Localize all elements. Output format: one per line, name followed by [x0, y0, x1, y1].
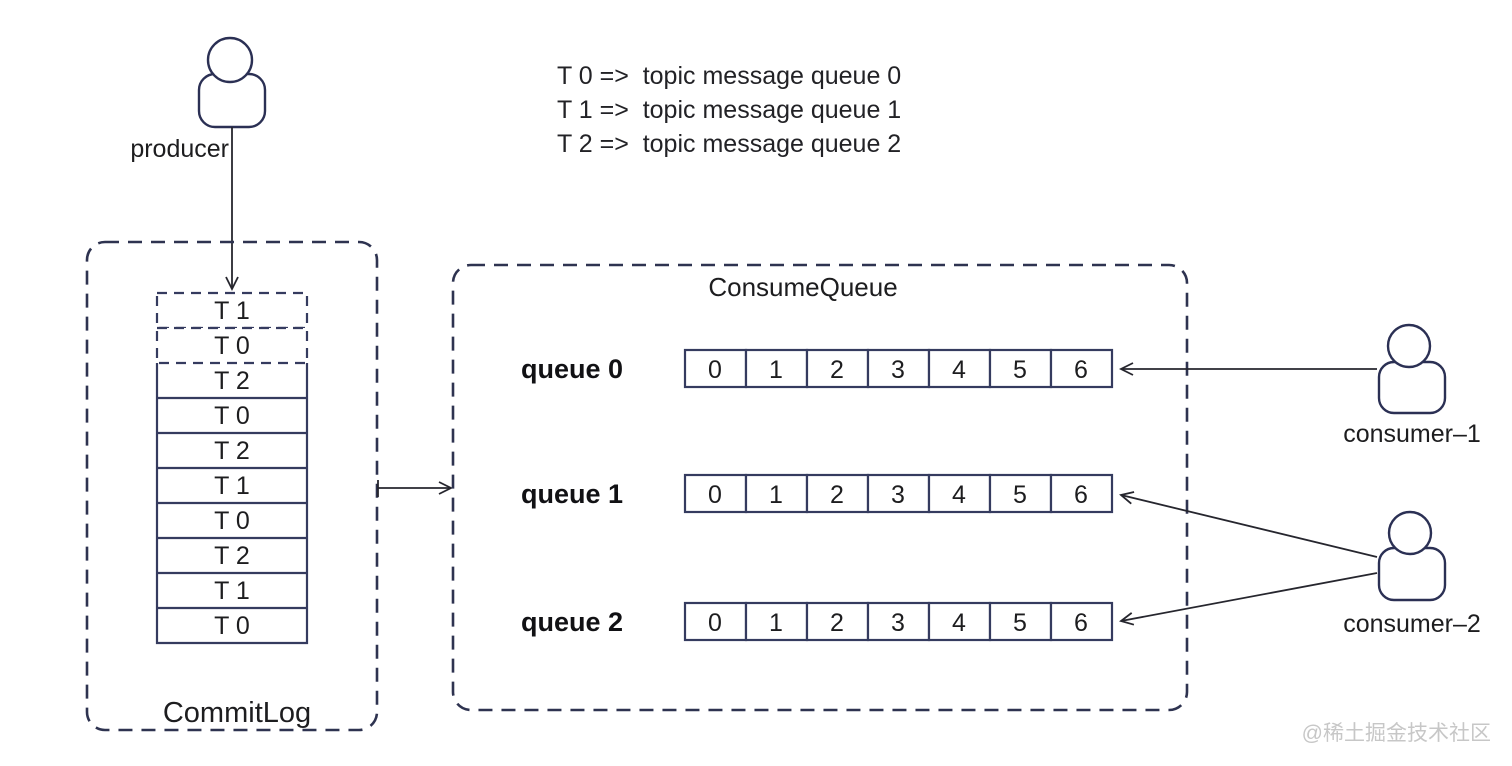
- commitlog-cell-label: T 1: [214, 472, 250, 500]
- commitlog-cell-label: T 1: [214, 297, 250, 325]
- producer: producer: [130, 36, 267, 292]
- queue-cell-label: 2: [830, 481, 844, 509]
- consumer-2-icon: [1377, 510, 1447, 602]
- consumequeue: ConsumeQueue queue 0 0 1 2 3 4 5 6 queue…: [451, 263, 1189, 712]
- queue-cell-label: 6: [1074, 609, 1088, 637]
- queue-cell-label: 4: [952, 356, 966, 384]
- queue-cell: [866, 348, 931, 389]
- consumer-1-icon: [1377, 323, 1447, 415]
- queue-row: queue 1 0 1 2 3 4 5 6: [521, 473, 1114, 514]
- queue-cell-label: 2: [830, 609, 844, 637]
- legend-line-2: T 2 => topic message queue 2: [557, 130, 901, 158]
- queue-cell: [744, 601, 809, 642]
- queue-cell: [927, 473, 992, 514]
- queue-cell: [866, 601, 931, 642]
- queue-cell: [1049, 473, 1114, 514]
- commitlog-cell-label: T 0: [214, 402, 250, 430]
- queue-cell: [744, 473, 809, 514]
- watermark: @稀土掘金技术社区: [1302, 722, 1491, 745]
- commitlog-cell-label: T 0: [214, 612, 250, 640]
- consumer-2: consumer–2: [1119, 491, 1481, 638]
- queue-cell-label: 3: [891, 481, 905, 509]
- commitlog-cell: [155, 326, 309, 365]
- commitlog-to-consumequeue-arrow: [377, 480, 454, 497]
- consumer-2-label: consumer–2: [1343, 610, 1481, 638]
- queue-cell-label: 2: [830, 356, 844, 384]
- queue-cell-label: 5: [1013, 481, 1027, 509]
- queue-cell: [988, 348, 1053, 389]
- queue-cell-label: 3: [891, 609, 905, 637]
- queue-cell-label: 6: [1074, 481, 1088, 509]
- queue-cell-label: 1: [769, 609, 783, 637]
- queue-cell-label: 4: [952, 609, 966, 637]
- queue-cell-label: 1: [769, 481, 783, 509]
- queue-label: queue 0: [521, 354, 623, 384]
- queue-cell-label: 0: [708, 356, 722, 384]
- queue-cell-label: 5: [1013, 356, 1027, 384]
- commitlog-cell-label: T 2: [214, 542, 250, 570]
- queue-row: queue 2 0 1 2 3 4 5 6: [521, 601, 1114, 642]
- queue-cell: [927, 348, 992, 389]
- commitlog: T 1 T 0 T 2 T 0 T 2 T 1 T 0 T 2 T 1 T 0 …: [85, 240, 379, 732]
- queue-cell: [1049, 601, 1114, 642]
- queue-cell-label: 0: [708, 481, 722, 509]
- queue-cell-label: 1: [769, 356, 783, 384]
- consumer-2-to-queue2-arrow: [1119, 572, 1378, 626]
- commitlog-box: [85, 240, 379, 732]
- consumer-1-label: consumer–1: [1343, 420, 1481, 448]
- queue-cell: [683, 473, 748, 514]
- queue-label: queue 2: [521, 607, 623, 637]
- legend: T 0 => topic message queue 0 T 1 => topi…: [557, 62, 901, 158]
- queue-cell: [744, 348, 809, 389]
- commitlog-stack-dividers: [157, 396, 307, 610]
- legend-line-1: T 1 => topic message queue 1: [557, 96, 901, 124]
- queue-cell: [805, 348, 870, 389]
- queue-cell-label: 4: [952, 481, 966, 509]
- commitlog-cell-label: T 2: [214, 437, 250, 465]
- queue-cell: [683, 601, 748, 642]
- producer-icon: [197, 36, 267, 129]
- commitlog-cell-label: T 0: [214, 507, 250, 535]
- queue-cell-label: 5: [1013, 609, 1027, 637]
- queue-cell: [683, 348, 748, 389]
- queue-cell-label: 0: [708, 609, 722, 637]
- commitlog-cell-label: T 0: [214, 332, 250, 360]
- consumer-1: consumer–1: [1118, 323, 1481, 448]
- commitlog-cell-label: T 2: [214, 367, 250, 395]
- queue-cell-label: 3: [891, 356, 905, 384]
- queue-cell: [805, 601, 870, 642]
- consumer-2-to-queue1-arrow: [1119, 491, 1378, 558]
- legend-line-0: T 0 => topic message queue 0: [557, 62, 901, 90]
- queue-row: queue 0 0 1 2 3 4 5 6: [521, 348, 1114, 389]
- producer-label: producer: [130, 135, 229, 163]
- queue-cell: [988, 473, 1053, 514]
- commitlog-cell-label: T 1: [214, 577, 250, 605]
- queue-cell-label: 6: [1074, 356, 1088, 384]
- consumequeue-title: ConsumeQueue: [708, 272, 897, 302]
- consumequeue-box: [451, 263, 1189, 712]
- commitlog-label: CommitLog: [163, 697, 311, 729]
- queue-cell: [1049, 348, 1114, 389]
- queue-label: queue 1: [521, 479, 623, 509]
